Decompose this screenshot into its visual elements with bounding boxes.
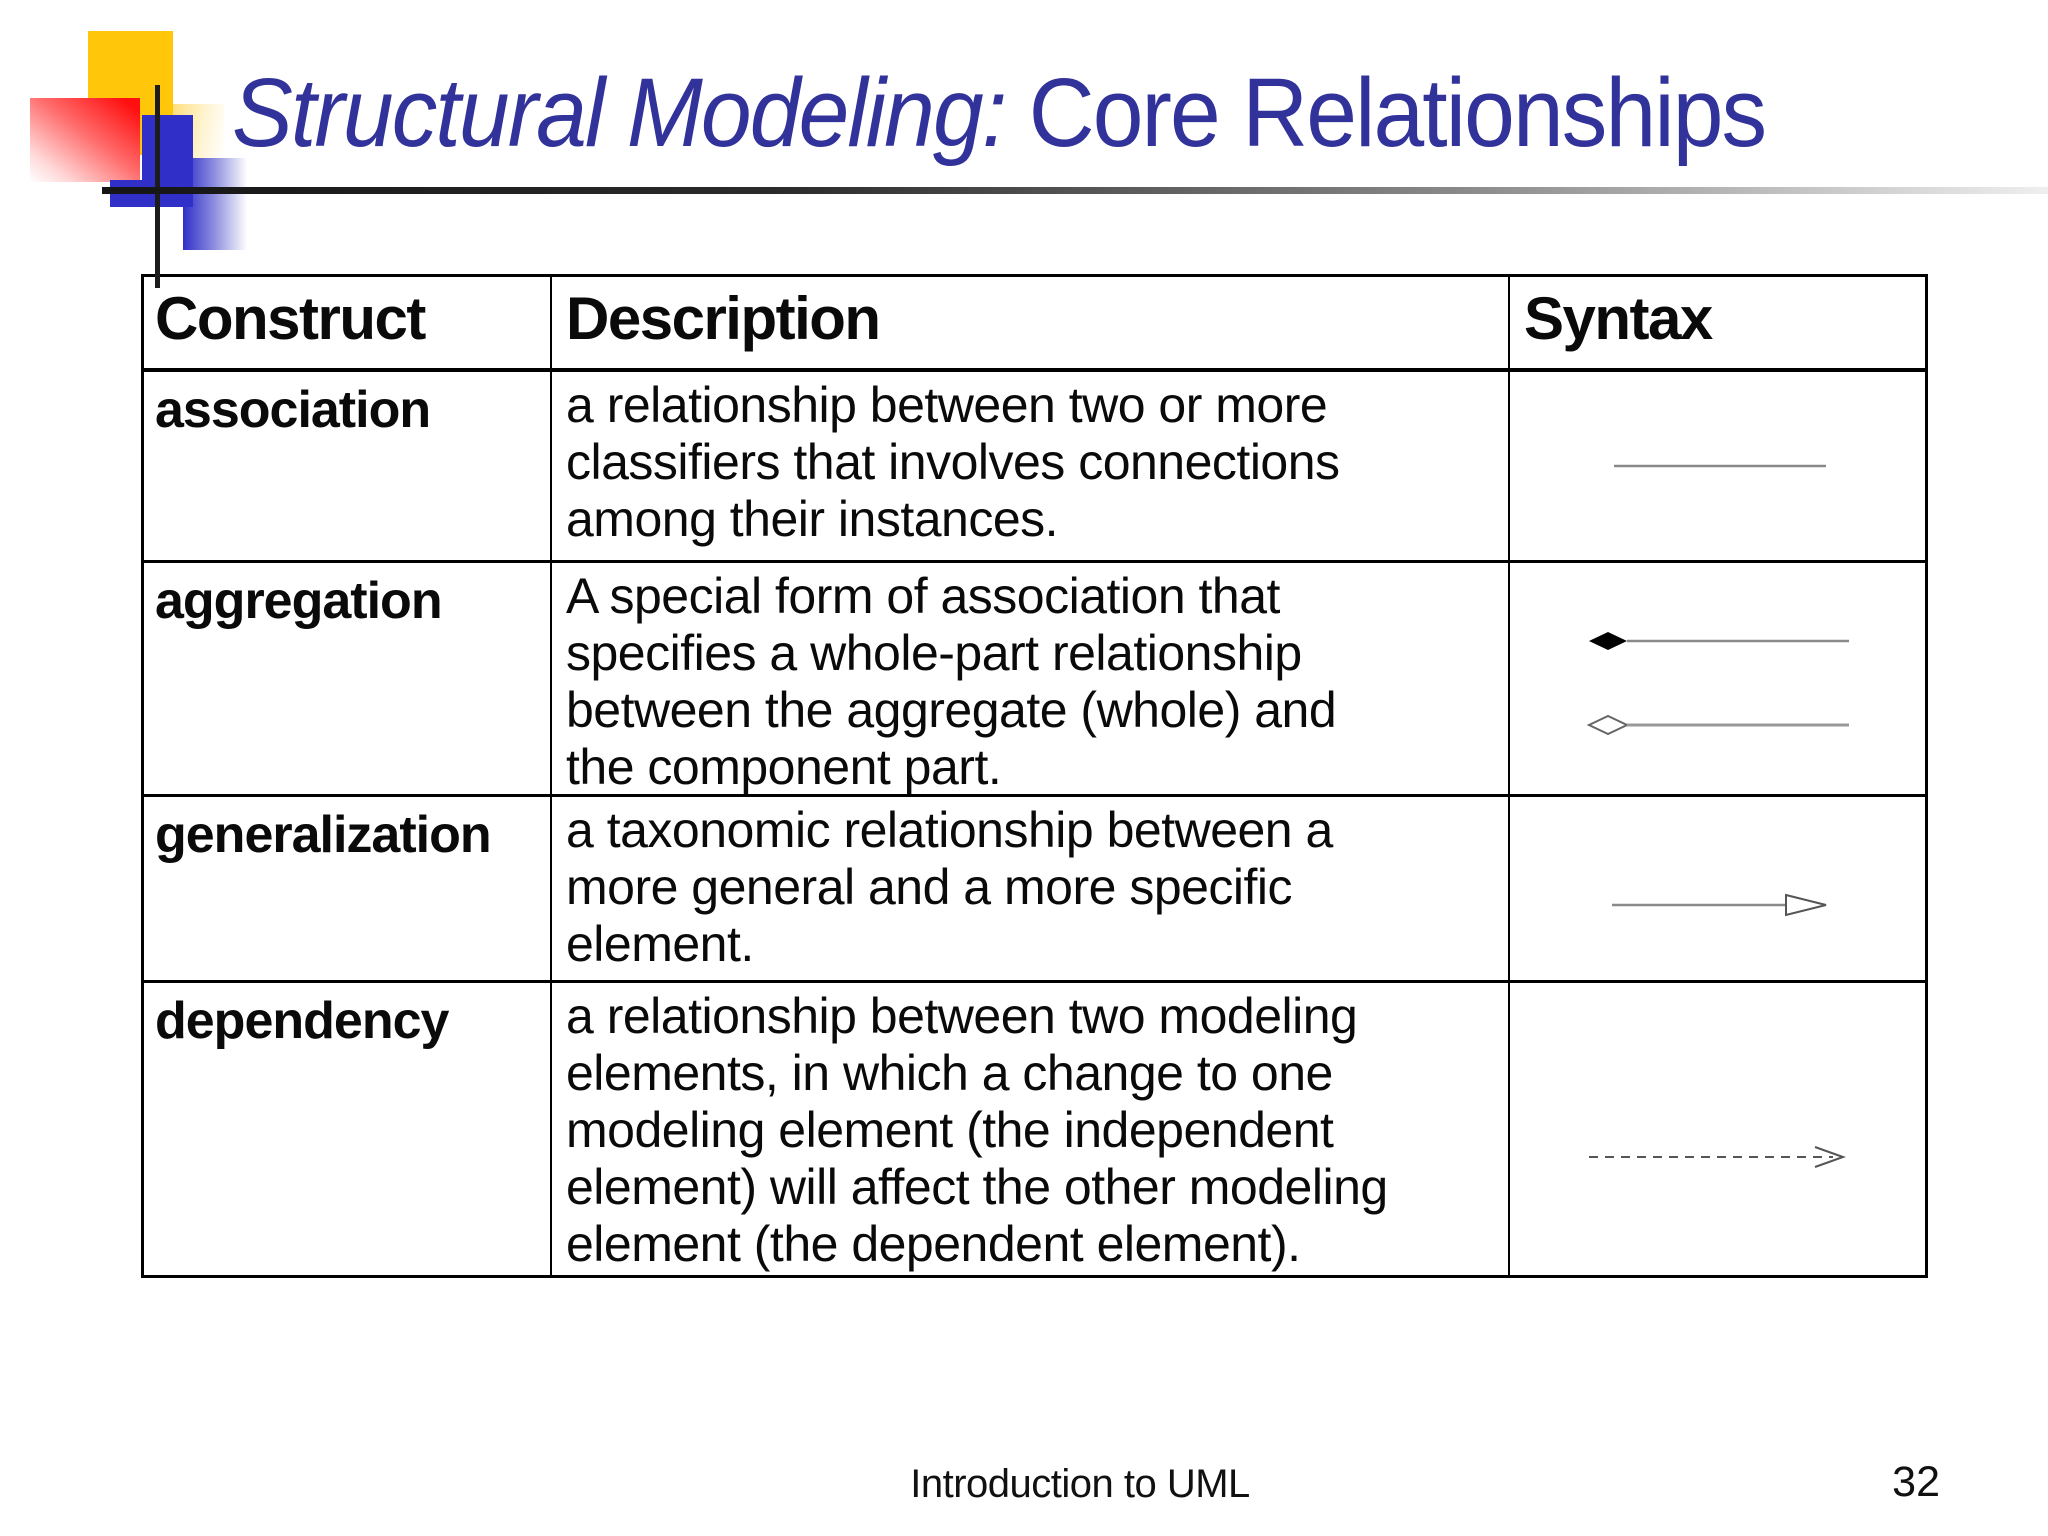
description-dependency: a relationship between two modeling elem… (552, 983, 1510, 1278)
decoration-vertical-line (155, 85, 160, 288)
slide-title-italic-part: Structural Modeling: (232, 58, 1007, 167)
construct-association: association (141, 372, 552, 563)
column-header-syntax: Syntax (1510, 274, 1928, 372)
association-line-icon (1614, 464, 1826, 468)
construct-generalization: generalization (141, 797, 552, 983)
column-header-construct: Construct (141, 274, 552, 372)
open-diamond-line-icon (1586, 714, 1849, 735)
column-header-description: Description (552, 274, 1510, 372)
decoration-blue-gradient-square (183, 158, 250, 250)
core-relationships-table: Construct Description Syntax association… (141, 274, 1928, 1278)
dashed-open-arrow-icon (1589, 1145, 1846, 1168)
open-triangle-arrow-icon (1611, 893, 1826, 916)
filled-diamond-line-icon (1589, 631, 1849, 650)
syntax-generalization (1510, 797, 1928, 983)
description-generalization: a taxonomic relationship between a more … (552, 797, 1510, 983)
description-aggregation: A special form of association that speci… (552, 563, 1510, 797)
title-underline-rule (102, 187, 2048, 194)
syntax-dependency (1510, 983, 1928, 1278)
syntax-aggregation (1510, 563, 1928, 797)
description-association: a relationship between two or more class… (552, 372, 1510, 563)
decoration-red-square (30, 98, 140, 182)
slide-title: Structural Modeling: Core Relationships (232, 62, 1767, 164)
syntax-association (1510, 372, 1928, 563)
construct-dependency: dependency (141, 983, 552, 1278)
construct-aggregation: aggregation (141, 563, 552, 797)
slide-title-regular-part: Core Relationships (1005, 58, 1767, 167)
slide-page-number: 32 (1892, 1458, 1940, 1506)
footer-title: Introduction to UML (910, 1462, 1250, 1506)
